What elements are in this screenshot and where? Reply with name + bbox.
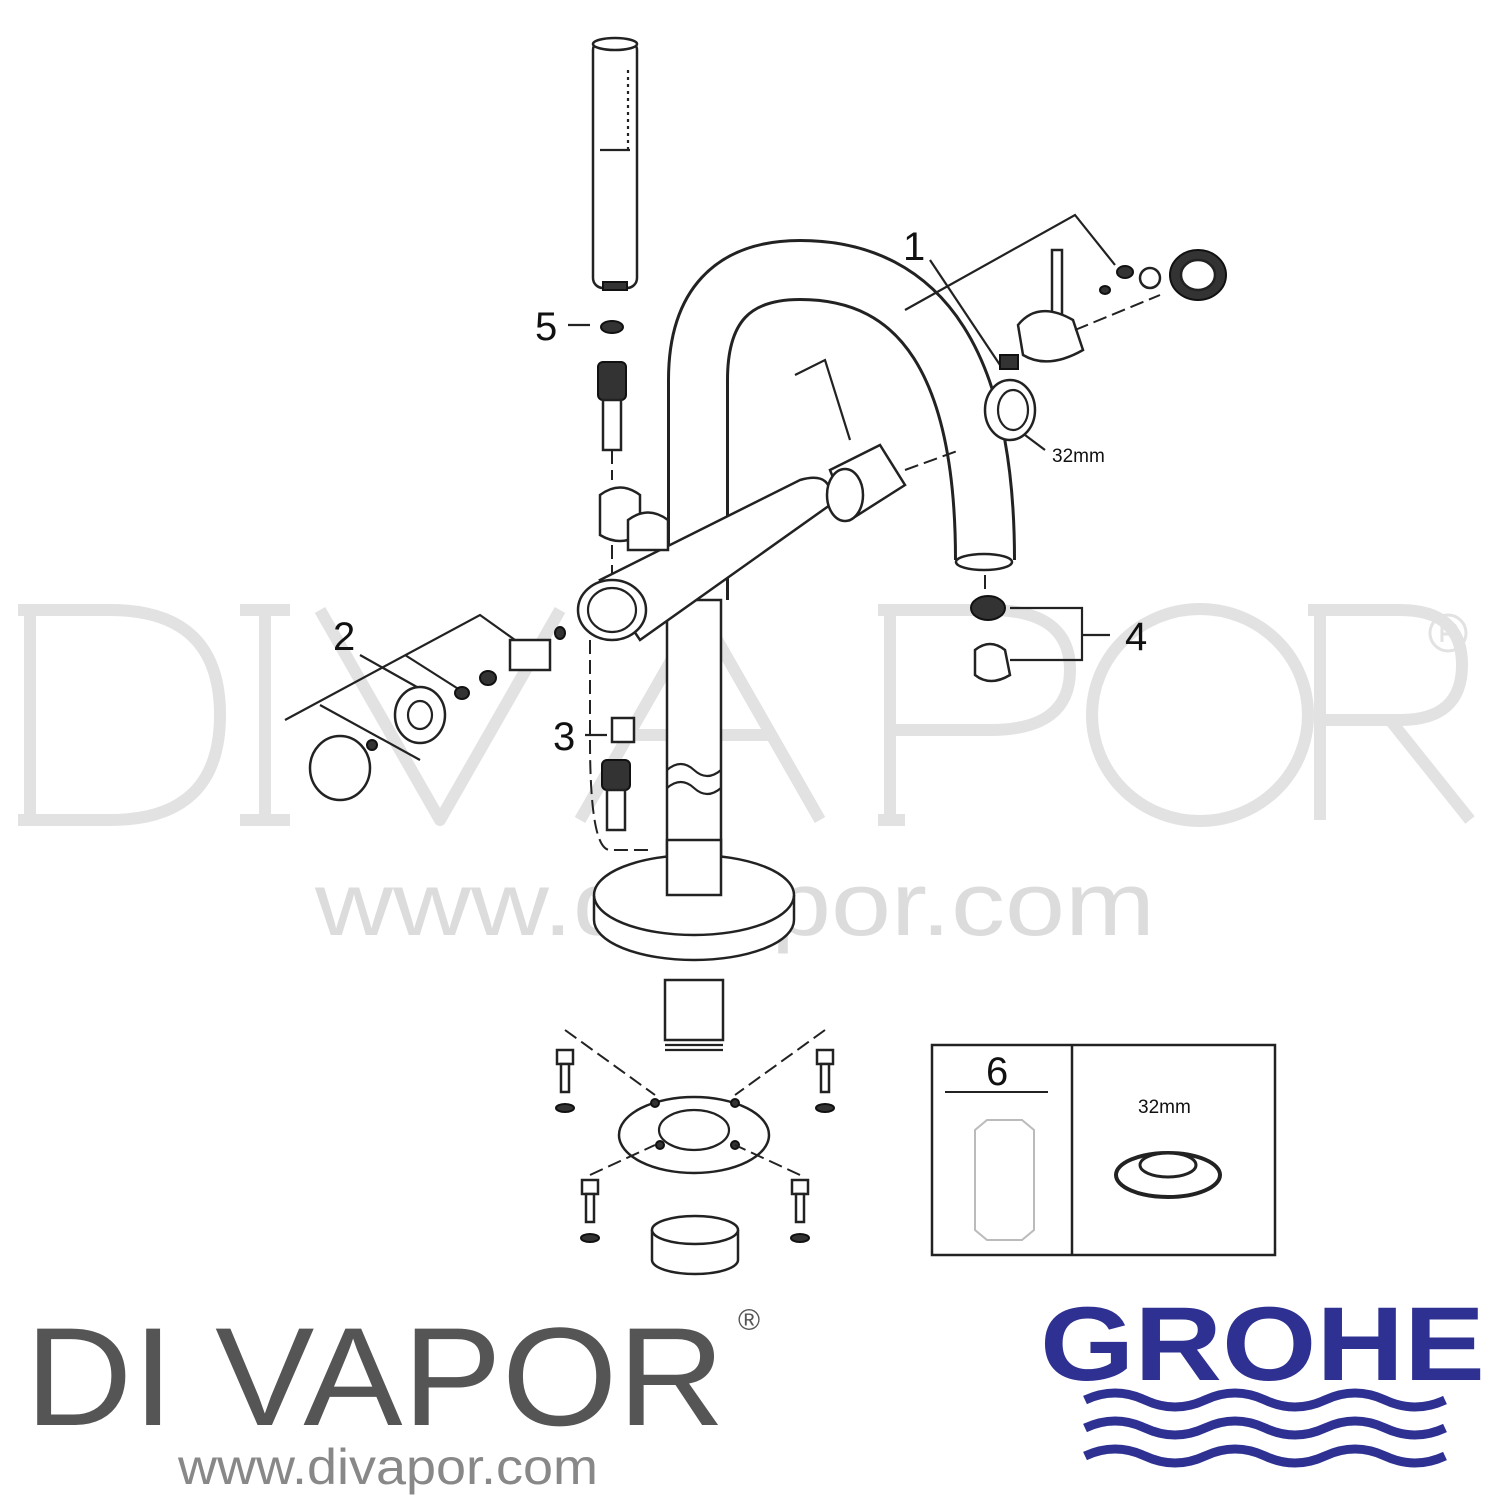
- handle-lever: [999, 248, 1085, 370]
- inset-dimension-label: 32mm: [1138, 1097, 1191, 1118]
- fixing-screws: [555, 1048, 835, 1243]
- divapor-url: www.divapor.com: [177, 1439, 598, 1495]
- divapor-registered: ®: [738, 1304, 760, 1337]
- callout-4: 4: [1125, 615, 1147, 659]
- hand-shower: [591, 36, 639, 291]
- divapor-logo: DI VAPOR: [25, 1298, 725, 1455]
- grohe-waves-icon: [1083, 1388, 1447, 1468]
- threaded-adapter: [650, 1214, 740, 1276]
- mounting-flange: [617, 1095, 771, 1175]
- handle-screws: [1099, 249, 1227, 301]
- grohe-logo: GROHE: [1040, 1286, 1485, 1403]
- dimension-label: 32mm: [1052, 446, 1105, 467]
- hose-nut: [597, 361, 627, 452]
- callout-3: 3: [553, 715, 575, 759]
- aerator: [970, 595, 1012, 683]
- cartridge: [825, 443, 907, 523]
- callout-2: 2: [333, 615, 355, 659]
- inset-box: [930, 1043, 1277, 1257]
- diverter-parts: [308, 626, 566, 802]
- washer: [600, 320, 624, 334]
- callout-5: 5: [535, 305, 557, 349]
- callout-1: 1: [903, 225, 925, 269]
- base-escutcheon: [592, 838, 796, 1052]
- watermark-divapor-picture: [18, 603, 1475, 827]
- hose-connector: [601, 716, 636, 832]
- nut-32mm: [983, 378, 1037, 442]
- callout-6: 6: [986, 1050, 1008, 1094]
